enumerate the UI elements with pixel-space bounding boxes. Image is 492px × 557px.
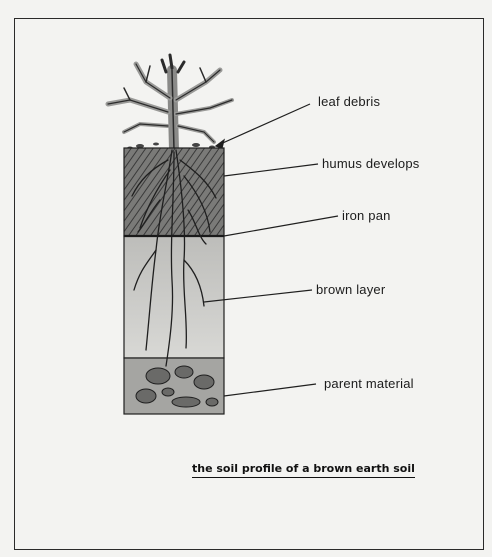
tree-stump — [108, 55, 232, 150]
figure-caption: the soil profile of a brown earth soil — [192, 462, 415, 478]
label-iron-pan: iron pan — [342, 208, 391, 223]
label-parent-material: parent material — [324, 376, 414, 391]
brown-layer-horizon — [124, 236, 224, 358]
label-brown-layer: brown layer — [316, 282, 385, 297]
label-leaf-debris: leaf debris — [318, 94, 380, 109]
label-humus-develops: humus develops — [322, 156, 419, 171]
